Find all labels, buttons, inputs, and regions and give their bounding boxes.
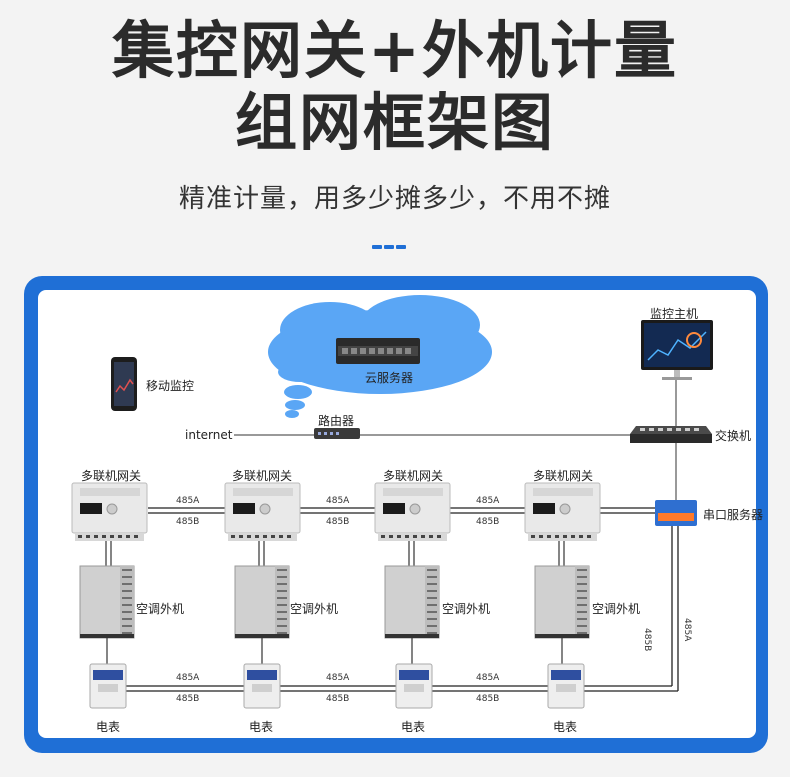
meter-vertical-bus — [584, 526, 679, 692]
outdoor-unit-icon — [234, 565, 290, 639]
page-title: 集控网关+外机计量 — [112, 14, 678, 87]
electric-meter-icon — [547, 663, 585, 709]
bus-b-label: 485B — [326, 517, 350, 527]
meter-label: 电表 — [401, 720, 426, 734]
outdoor-unit-label: 空调外机 — [290, 602, 339, 616]
bus-b-label: 485B — [476, 517, 500, 527]
cloud-server-label: 云服务器 — [365, 371, 414, 385]
decorative-dots — [372, 234, 408, 249]
meter-label: 电表 — [553, 720, 578, 734]
gateway-device-icon — [524, 482, 601, 541]
electric-meter-icon — [395, 663, 433, 709]
gateway-label: 多联机网关 — [232, 469, 293, 483]
page-title-line2: 组网框架图 — [234, 86, 555, 159]
internet-label: internet — [185, 428, 233, 442]
gateway-label: 多联机网关 — [383, 469, 444, 483]
serial-server-icon — [655, 500, 697, 526]
gateway-device-icon — [71, 482, 148, 541]
outdoor-unit-icon — [534, 565, 590, 639]
bus-a-label: 485A — [176, 496, 200, 506]
switch-label: 交换机 — [715, 429, 752, 443]
bus-a-label: 485A — [326, 673, 350, 683]
bus-a-label: 485A — [176, 673, 200, 683]
outdoor-unit-icon — [79, 565, 135, 639]
bus-b-label: 485B — [476, 694, 500, 704]
vertical-bus-b-label: 485B — [642, 628, 652, 652]
outdoor-unit-label: 空调外机 — [442, 602, 491, 616]
meter-bus — [126, 685, 548, 692]
electric-meter-icon — [243, 663, 281, 709]
outdoor-unit-label: 空调外机 — [136, 602, 185, 616]
bus-a-label: 485A — [476, 496, 500, 506]
meter-label: 电表 — [249, 720, 274, 734]
router-label: 路由器 — [318, 414, 355, 428]
router-icon — [314, 428, 360, 439]
meter-label: 电表 — [96, 720, 121, 734]
gateway-device-icon — [374, 482, 451, 541]
outdoor-unit-icon — [384, 565, 440, 639]
gateway-device-icon — [224, 482, 301, 541]
switch-icon — [630, 426, 712, 443]
electric-meter-icon — [89, 663, 127, 709]
monitor-icon — [641, 320, 713, 380]
vertical-bus-a-label: 485A — [682, 618, 692, 642]
mobile-phone-icon — [111, 357, 137, 411]
bus-b-label: 485B — [176, 694, 200, 704]
gateway-label: 多联机网关 — [533, 469, 594, 483]
bus-b-label: 485B — [326, 694, 350, 704]
bus-a-label: 485A — [476, 673, 500, 683]
page-subtitle: 精准计量，用多少摊多少，不用不摊 — [178, 184, 611, 214]
bus-a-label: 485A — [326, 496, 350, 506]
mobile-monitor-label: 移动监控 — [146, 379, 195, 393]
outdoor-unit-label: 空调外机 — [592, 602, 641, 616]
cloud-server-icon — [336, 338, 420, 364]
network-lines — [234, 380, 677, 500]
gateway-devices — [71, 482, 601, 709]
gateway-label: 多联机网关 — [81, 469, 142, 483]
gateway-bus — [148, 507, 655, 514]
bus-b-label: 485B — [176, 517, 200, 527]
serial-server-label: 串口服务器 — [703, 508, 764, 522]
monitor-host-label: 监控主机 — [650, 307, 699, 321]
